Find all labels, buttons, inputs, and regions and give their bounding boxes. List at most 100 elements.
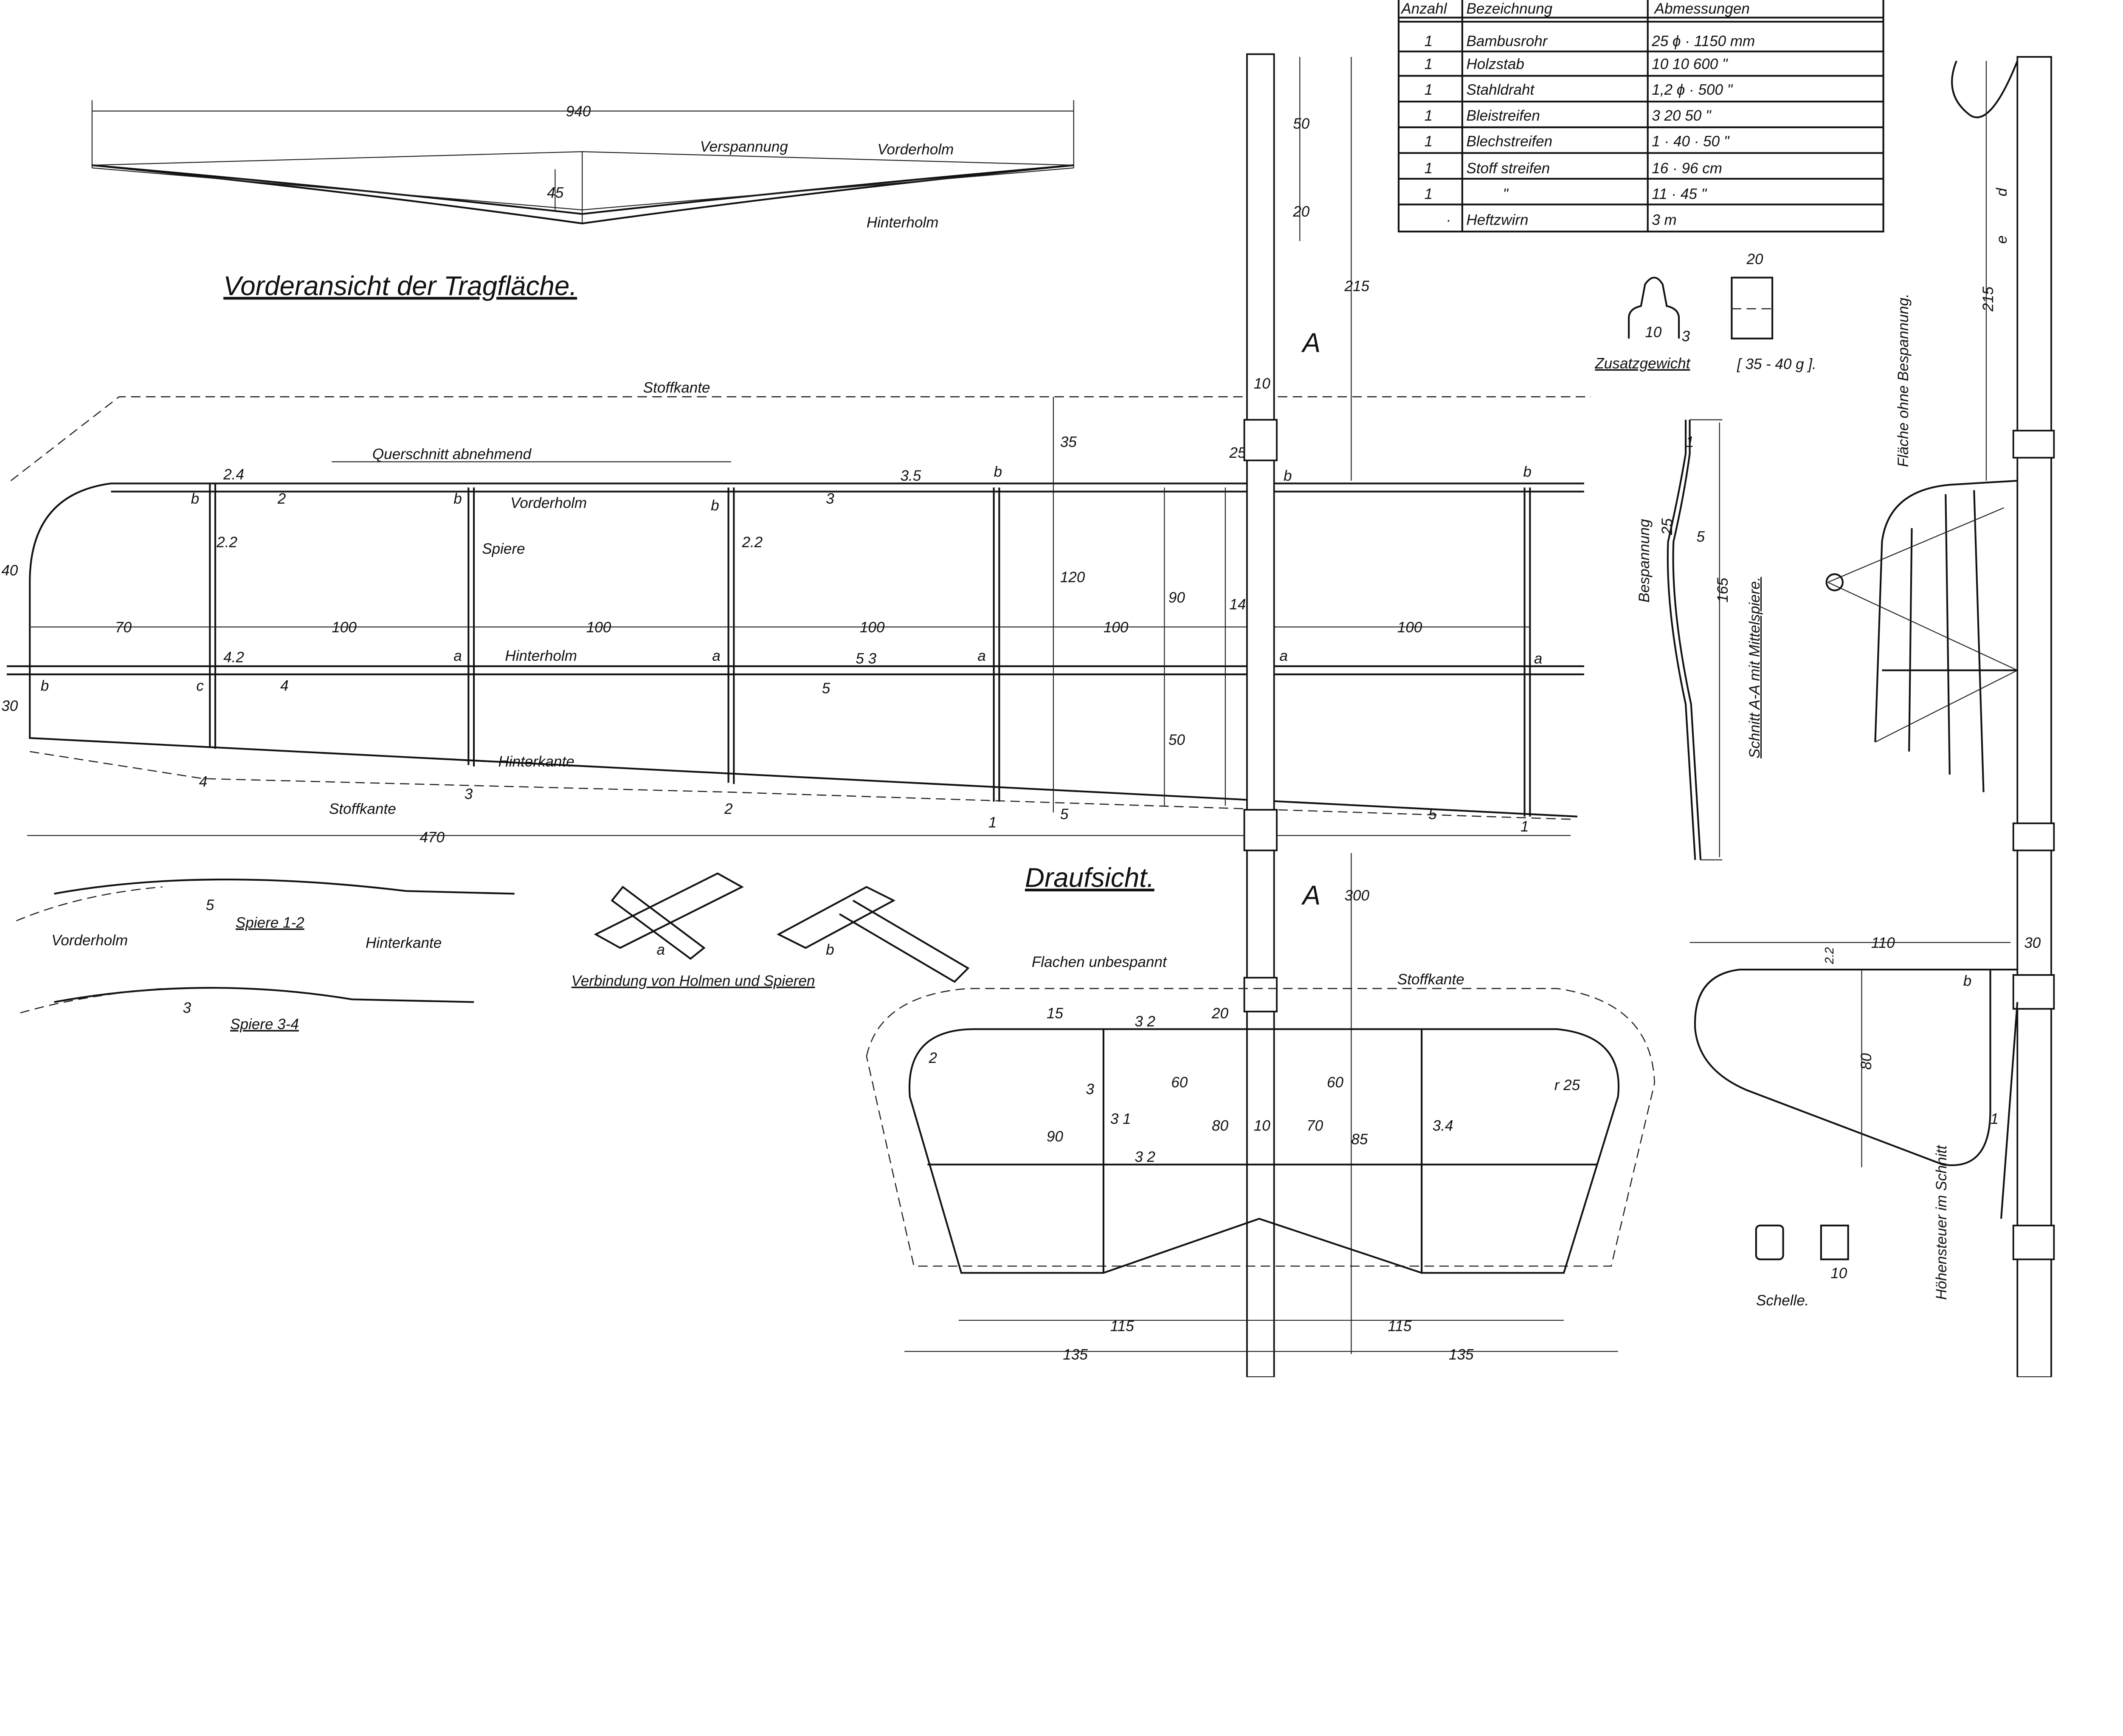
dim-80: 80 <box>1212 1118 1229 1134</box>
span-dim: 940 <box>566 103 591 120</box>
rib-sections: Spiere 1-2 Spiere 3-4 Vorderholm Hinterk… <box>16 878 515 1032</box>
marker-b: b <box>1523 463 1532 480</box>
radius-25: r 25 <box>1554 1077 1580 1093</box>
rib-number: 1 <box>988 814 997 831</box>
bracing-label: Verspannung <box>700 138 788 155</box>
ribs <box>209 483 1531 817</box>
dim-10: 10 <box>1254 375 1271 392</box>
table-row: 1 Bleistreifen 3 20 50 " <box>1425 107 1712 124</box>
marker-a: a <box>1534 650 1543 667</box>
dim-85: 85 <box>1351 1131 1368 1148</box>
marker-b: b <box>711 497 719 514</box>
table-cell: Bambusrohr <box>1466 33 1548 49</box>
dim-25: 25 <box>1229 445 1246 461</box>
joint-a-label: a <box>657 941 665 958</box>
dim-3: 3 <box>1086 1081 1094 1098</box>
section-mark-a: A <box>1301 880 1321 910</box>
dim-470: 470 <box>420 829 445 845</box>
rib-number: 4 <box>199 774 208 790</box>
table-cell: Heftzwirn <box>1466 211 1528 228</box>
table-cell: · <box>1446 211 1451 228</box>
front-spar-label: Vorderholm <box>51 932 128 949</box>
dim-20: 20 <box>1746 251 1764 268</box>
table-cell: Blechstreifen <box>1466 133 1552 149</box>
dim-115: 115 <box>1388 1318 1411 1335</box>
marker-a: a <box>712 648 721 664</box>
front-spar-label: Vorderholm <box>510 495 587 511</box>
rib-section-1-2-label: Spiere 1-2 <box>236 914 304 931</box>
dim-100: 100 <box>1104 619 1129 636</box>
table-cell: 1 <box>1425 107 1433 124</box>
joints-caption: Verbindung von Holmen und Spieren <box>572 972 815 989</box>
marker-a: a <box>453 648 462 664</box>
rib-label: Spiere <box>482 541 525 557</box>
table-cell: 3 m <box>1652 211 1676 228</box>
table-cell: Bleistreifen <box>1466 107 1540 124</box>
table-cell: 3 20 50 " <box>1652 107 1712 124</box>
rib-number: 2 <box>724 800 733 817</box>
table-cell: Stoff streifen <box>1466 160 1550 177</box>
header-quantity: Anzahl <box>1400 0 1447 17</box>
joint-b-label: b <box>826 941 834 958</box>
dim-30: 30 <box>2024 935 2041 951</box>
dim-215: 215 <box>1980 286 1996 312</box>
dim-50: 50 <box>1293 116 1310 132</box>
dim-5: 5 <box>1060 806 1069 823</box>
table-cell: Stahldraht <box>1466 82 1535 98</box>
top-view: Stoffkante Querschnitt abnehmend Vorderh… <box>1 380 1591 893</box>
front-view-title: Vorderansicht der Tragfläche. <box>223 271 577 301</box>
dim-100: 100 <box>332 619 357 636</box>
covering-label: Bespannung <box>1636 519 1653 603</box>
dim-50: 50 <box>1168 732 1185 748</box>
top-view-title: Draufsicht. <box>1025 862 1154 893</box>
dim-5: 5 <box>1697 529 1705 545</box>
rib-section-3-4-label: Spiere 3-4 <box>230 1016 299 1032</box>
marker-b: b <box>1963 972 1972 989</box>
table-cell: 1,2 ϕ · 500 " <box>1652 82 1733 98</box>
dim-3-5: 3.5 <box>901 468 921 484</box>
clamp: 10 <box>1755 1224 1849 1282</box>
dim-25: 25 <box>1659 518 1675 535</box>
dim-10: 10 <box>1830 1265 1847 1282</box>
header-name: Bezeichnung <box>1466 0 1552 17</box>
table-row: · Heftzwirn 3 m <box>1446 211 1677 228</box>
dim-5-3: 5 3 <box>856 650 876 667</box>
table-cell: 1 <box>1425 82 1433 98</box>
wing-without-covering <box>1825 479 2019 792</box>
dim-5: 5 <box>206 897 214 913</box>
dim-20: 20 <box>1292 203 1310 220</box>
marker-b: b <box>453 490 462 507</box>
drawing-sheet: 940 4 5 Verspannung Vorderholm Hinterholm… <box>1 0 2055 1377</box>
front-spar-label: Vorderholm <box>877 141 954 158</box>
dim-10: 10 <box>1254 1118 1271 1134</box>
dim-3: 3 <box>183 1000 191 1016</box>
dim-5: 5 <box>822 680 831 697</box>
dim-300: 300 <box>1344 888 1369 904</box>
dim-70: 70 <box>1306 1118 1323 1134</box>
rib-number: 3 <box>465 786 473 802</box>
rear-spar-label: Hinterholm <box>867 214 939 231</box>
table-cell: 1 <box>1425 160 1433 177</box>
dim-15: 15 <box>1047 1005 1064 1022</box>
dim-30: 30 <box>1 698 18 714</box>
table-cell: " <box>1503 186 1509 203</box>
dim-70: 70 <box>115 619 132 636</box>
dim-2-2: 2.2 <box>741 534 763 550</box>
rib-number: 1 <box>1520 818 1529 835</box>
dim-2-2: 2.2 <box>216 534 237 550</box>
table-cell: 10 10 600 " <box>1652 56 1728 73</box>
table-cell: 1 <box>1425 186 1433 203</box>
dim-110: 110 <box>1871 935 1895 951</box>
dim-2-2: 2.2 <box>1823 947 1836 964</box>
marker-b: b <box>994 463 1002 480</box>
dim-100: 100 <box>1397 619 1422 636</box>
dim-3: 3 <box>826 490 834 507</box>
dim-90: 90 <box>1047 1128 1064 1145</box>
dim-60: 60 <box>1327 1074 1344 1091</box>
tail-boom: 215 e d <box>1951 56 2055 1377</box>
table-cell: 1 · 40 · 50 " <box>1652 133 1730 149</box>
trailing-edge-label: Hinterkante <box>366 935 442 951</box>
